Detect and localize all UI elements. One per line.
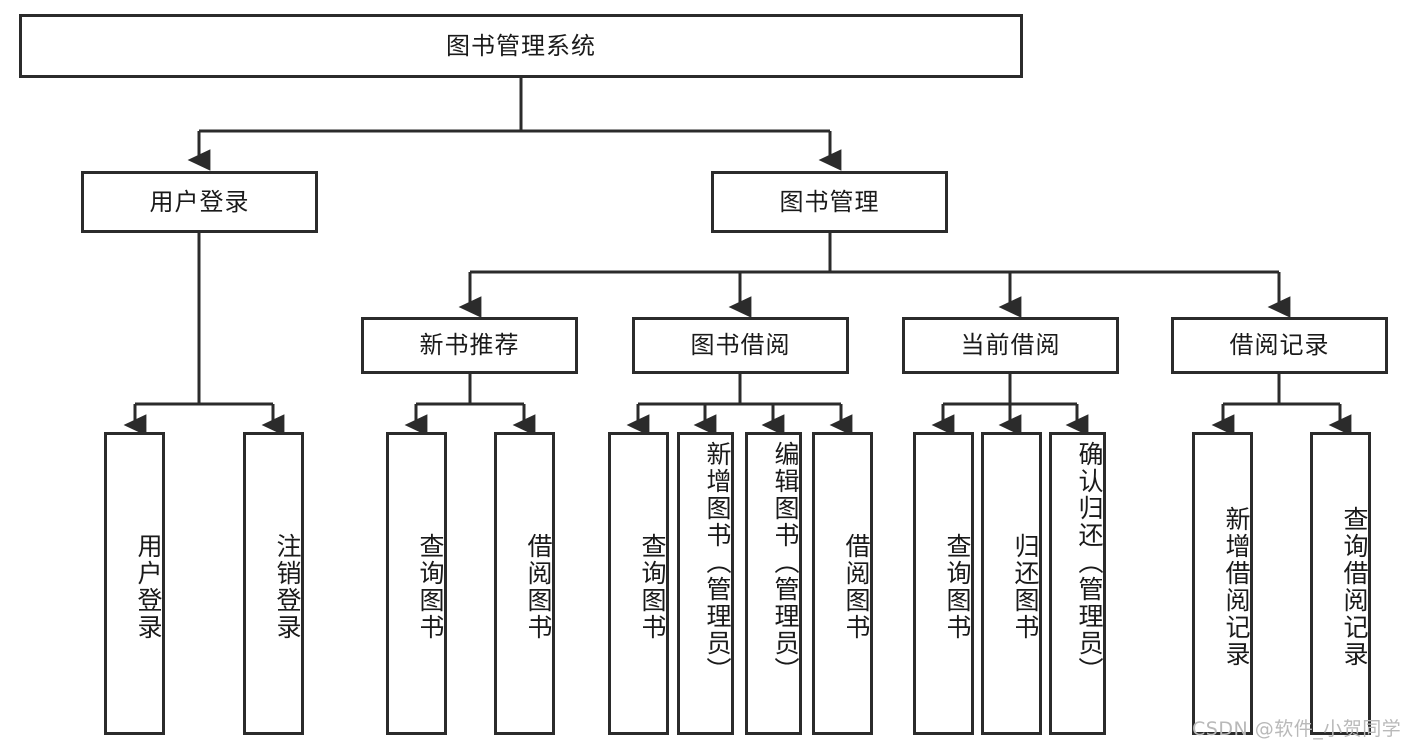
node-user-login-label: 用户登录 xyxy=(149,187,250,216)
node-leaf-edit-book-label: 编辑图书（管理员） xyxy=(771,441,800,684)
node-leaf-borrow-book-label: 借阅图书 xyxy=(842,532,871,641)
node-new-book-recommend-label: 新书推荐 xyxy=(419,331,520,360)
node-leaf-user-login-label: 用户登录 xyxy=(134,532,163,641)
node-leaf-add-book-label: 新增图书（管理员） xyxy=(703,441,732,684)
node-leaf-query-book-current-label: 查询图书 xyxy=(943,532,972,641)
node-book-management[interactable]: 图书管理 xyxy=(711,171,948,233)
node-leaf-query-book-borrow-label: 查询图书 xyxy=(638,532,667,641)
node-leaf-add-borrow-record[interactable]: 新增借阅记录 xyxy=(1192,432,1253,735)
node-leaf-add-book[interactable]: 新增图书（管理员） xyxy=(677,432,734,735)
node-root-label: 图书管理系统 xyxy=(446,31,596,60)
node-leaf-confirm-return[interactable]: 确认归还（管理员） xyxy=(1049,432,1106,735)
node-current-borrow-label: 当前借阅 xyxy=(960,331,1061,360)
node-book-borrow[interactable]: 图书借阅 xyxy=(632,317,849,374)
node-leaf-add-borrow-record-label: 新增借阅记录 xyxy=(1222,505,1251,668)
node-leaf-borrow-book-recommend-label: 借阅图书 xyxy=(524,532,553,641)
node-leaf-borrow-book-recommend[interactable]: 借阅图书 xyxy=(494,432,555,735)
node-leaf-query-book-current[interactable]: 查询图书 xyxy=(913,432,974,735)
node-leaf-logout[interactable]: 注销登录 xyxy=(243,432,304,735)
node-leaf-query-book-recommend[interactable]: 查询图书 xyxy=(386,432,447,735)
node-leaf-borrow-book[interactable]: 借阅图书 xyxy=(812,432,873,735)
node-leaf-query-borrow-record[interactable]: 查询借阅记录 xyxy=(1310,432,1371,735)
node-leaf-query-book-recommend-label: 查询图书 xyxy=(416,532,445,641)
node-leaf-query-book-borrow[interactable]: 查询图书 xyxy=(608,432,669,735)
node-leaf-return-book[interactable]: 归还图书 xyxy=(981,432,1042,735)
node-book-borrow-label: 图书借阅 xyxy=(690,331,791,360)
node-book-management-label: 图书管理 xyxy=(779,187,880,216)
node-leaf-return-book-label: 归还图书 xyxy=(1011,532,1040,641)
node-new-book-recommend[interactable]: 新书推荐 xyxy=(361,317,578,374)
node-leaf-query-borrow-record-label: 查询借阅记录 xyxy=(1340,505,1369,668)
node-root[interactable]: 图书管理系统 xyxy=(19,14,1023,78)
node-leaf-edit-book[interactable]: 编辑图书（管理员） xyxy=(745,432,802,735)
node-leaf-user-login[interactable]: 用户登录 xyxy=(104,432,165,735)
node-current-borrow[interactable]: 当前借阅 xyxy=(902,317,1119,374)
node-leaf-logout-label: 注销登录 xyxy=(273,532,302,641)
node-borrow-record-label: 借阅记录 xyxy=(1229,331,1330,360)
node-borrow-record[interactable]: 借阅记录 xyxy=(1171,317,1388,374)
node-user-login[interactable]: 用户登录 xyxy=(81,171,318,233)
node-leaf-confirm-return-label: 确认归还（管理员） xyxy=(1075,441,1104,684)
